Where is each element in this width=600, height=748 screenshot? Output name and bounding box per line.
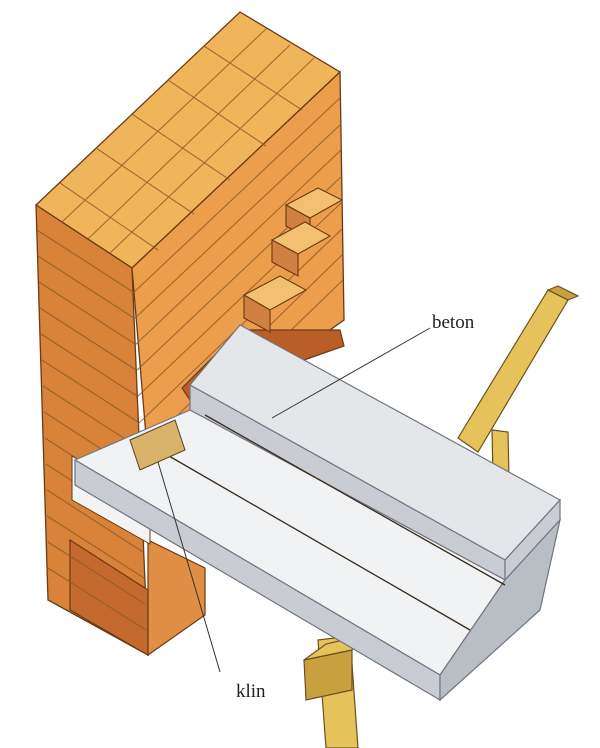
diagonal-timber-brace — [457, 289, 569, 453]
klin-leader-line — [157, 461, 221, 673]
label-klin: klin — [236, 681, 266, 702]
label-beton: beton — [432, 312, 475, 333]
brick-pier — [34, 11, 345, 657]
beton-leader-line — [271, 327, 431, 419]
loose-bricks — [242, 187, 344, 333]
brick-pier-right-face — [131, 70, 345, 462]
lintel-end-face — [439, 517, 562, 702]
annotations: beton klin — [157, 312, 475, 702]
concrete-lintel — [73, 324, 562, 702]
wedge-shim — [129, 419, 186, 471]
